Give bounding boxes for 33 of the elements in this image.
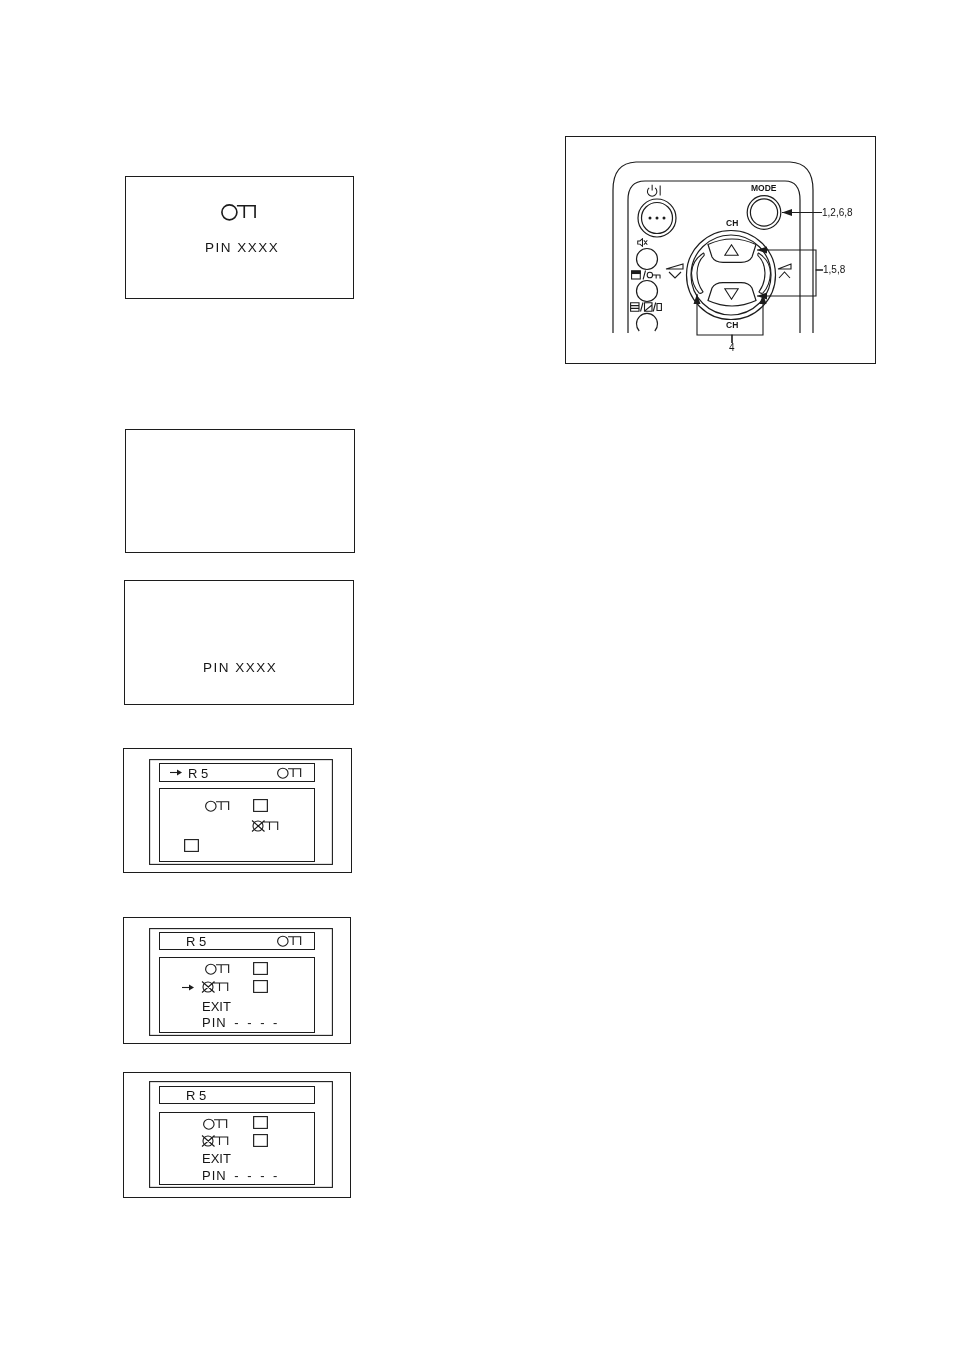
illustration-frame [565, 136, 876, 364]
pin-code-text: PIN XXXX [205, 241, 280, 255]
tv-screen [123, 1072, 351, 1198]
pin-code-text: PIN XXXX [203, 661, 278, 675]
menu-panel [159, 1112, 315, 1185]
tv-screen [125, 176, 354, 299]
channel-number: R 5 [186, 1089, 207, 1102]
channel-number: R 5 [186, 935, 207, 948]
callout-number: 1,2,6,8 [822, 207, 853, 218]
volume-up-button [757, 252, 772, 294]
leader-arrow [781, 209, 823, 216]
callout-number: 4 [729, 343, 735, 353]
channel-header-bar [159, 763, 315, 782]
menu-panel [159, 957, 315, 1033]
pin-entry-text: PIN - - - - [202, 1168, 279, 1182]
caption-text: MODE [751, 184, 777, 193]
caption-text: CH [726, 219, 739, 228]
tv-screen [123, 917, 351, 1044]
channel-header-bar [159, 1086, 315, 1104]
tv-screen [123, 748, 352, 873]
volume-down-button [690, 252, 705, 294]
tv-screen [124, 580, 354, 705]
pin-entry-text: PIN - - - - [202, 1015, 279, 1029]
menu-option-text: EXIT [202, 1151, 231, 1165]
channel-header-bar [159, 932, 315, 950]
channel-number: R 5 [188, 766, 209, 780]
leader-arrow [756, 269, 824, 300]
caption-text: CH [726, 321, 739, 330]
callout-number: 1,5,8 [823, 265, 846, 275]
tv-screen [125, 429, 355, 553]
menu-panel [159, 788, 315, 862]
leader-arrow [731, 293, 767, 344]
menu-option-text: EXIT [202, 999, 231, 1013]
